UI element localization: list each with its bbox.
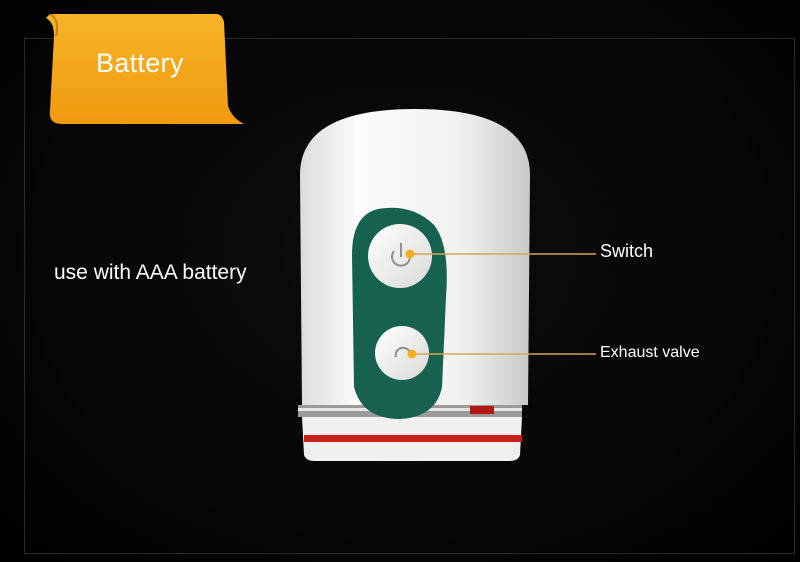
- exhaust-callout-dot: [407, 349, 417, 359]
- red-ring: [304, 435, 522, 442]
- title-tag: [46, 14, 244, 124]
- exhaust-valve-button: [375, 326, 429, 380]
- frame-border: [24, 38, 795, 554]
- exhaust-valve-label: Exhaust valve: [600, 344, 700, 361]
- page-title: Battery: [96, 48, 184, 78]
- device-illustration: [298, 109, 530, 461]
- battery-caption: use with AAA battery: [54, 261, 247, 284]
- switch-label: Switch: [600, 241, 654, 261]
- switch-callout-dot: [405, 249, 415, 259]
